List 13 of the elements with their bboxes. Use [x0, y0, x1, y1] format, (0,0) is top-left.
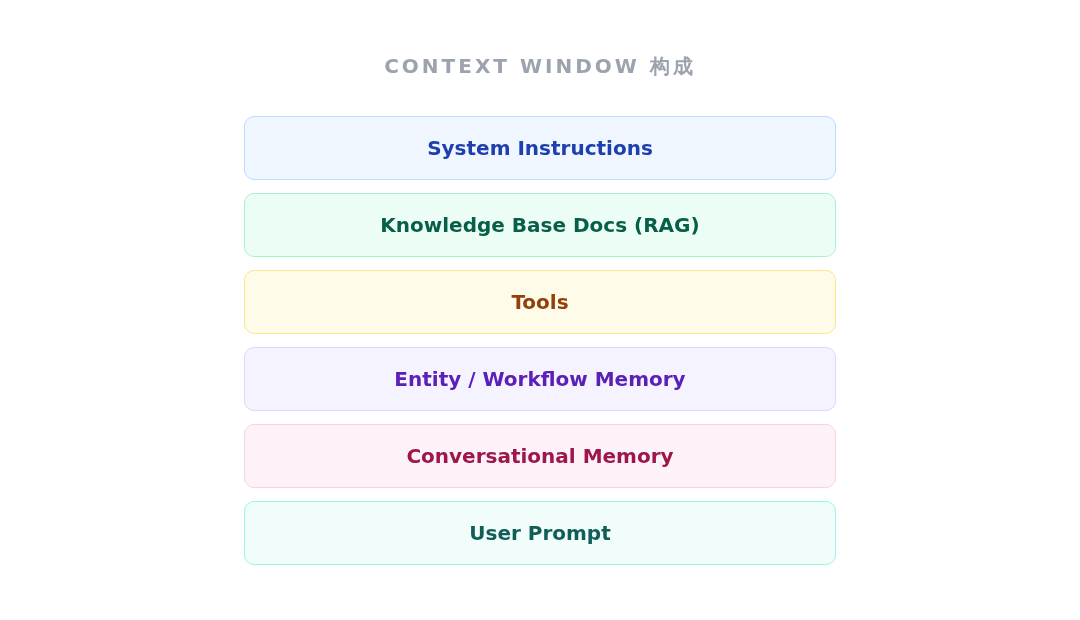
- layer-box: [244, 270, 836, 334]
- layer-box: [244, 424, 836, 488]
- layer-box: [244, 193, 836, 257]
- layer-label: Knowledge Base Docs (RAG): [380, 212, 700, 238]
- layer-label: Entity / Workflow Memory: [394, 366, 686, 392]
- layer-label: Tools: [511, 289, 569, 315]
- layer-box: [244, 116, 836, 180]
- layer-label: User Prompt: [469, 520, 611, 546]
- layer-label: System Instructions: [427, 135, 653, 161]
- layer-box: [244, 501, 836, 565]
- layer-label: Conversational Memory: [406, 443, 674, 469]
- diagram-title: CONTEXT WINDOW 构成: [384, 54, 696, 78]
- layer-box: [244, 347, 836, 411]
